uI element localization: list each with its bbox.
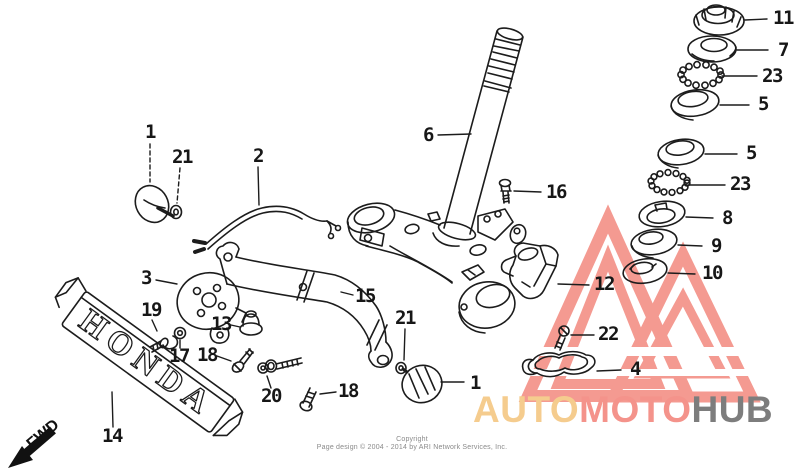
part-steering-lock [500,242,559,300]
copyright-line1: Copyright [396,436,428,443]
part-race-5-bottom [657,138,705,169]
watermark-logo-triangles [505,204,797,403]
callout-13: 13 [211,313,232,335]
part-washer-10 [622,257,668,285]
brand-hub: HUB [691,389,774,430]
callout-11: 11 [773,7,794,29]
callout-22: 22 [598,323,619,345]
part-cap-bottom [401,364,443,404]
part-cone-race-9 [630,228,678,259]
brand-moto: MOTO [579,389,692,430]
part-grommet-13 [239,310,263,336]
part-bolt-18-bottom [299,387,317,412]
callout-16: 16 [546,181,567,203]
callout-23-top: 23 [762,65,783,87]
callout-9: 9 [711,235,722,257]
callout-8: 8 [722,207,733,229]
part-stay-bracket [215,241,393,369]
part-nut-bottom [395,361,407,375]
brand-auto: AUTO [473,389,580,430]
part-bolt-18-left [231,348,254,373]
part-bolt-20 [257,357,303,374]
part-screw-22 [554,325,570,351]
part-ball-retainer-23-top [677,60,725,90]
callout-7: 7 [778,39,789,61]
callout-10: 10 [702,262,723,284]
callout-leader-lines [111,18,769,428]
callout-19: 19 [141,299,162,321]
fwd-arrow-icon [8,446,33,468]
part-steering-stem [432,27,524,247]
part-clip-4 [521,350,596,378]
part-nut-top [169,204,183,220]
fwd-marker: FWD [8,416,63,468]
callout-23-bottom: 23 [730,173,751,195]
callout-5-bottom: 5 [746,142,757,164]
callout-17: 17 [169,345,190,367]
part-washer-17 [173,326,187,340]
fwd-label: FWD [24,416,63,452]
copyright-line2: Page design © 2004 - 2014 by ARI Network… [316,444,508,451]
callout-1-top: 1 [145,121,156,143]
callout-15: 15 [355,285,376,307]
part-horn [176,271,247,344]
callout-5-top: 5 [758,93,769,115]
callout-18-bottom: 18 [338,380,359,402]
part-cable [192,205,342,254]
callout-2: 2 [253,145,264,167]
watermark-brand: AUTOMOTOHUB [473,391,773,428]
callout-4: 4 [630,358,641,380]
callout-21-bottom: 21 [395,307,416,329]
part-stem-nut-11 [693,4,745,36]
part-bolt-16 [498,178,512,204]
callout-18-left: 18 [197,344,218,366]
part-bolt-19 [149,335,179,353]
part-race-5-top [670,88,720,121]
copyright-note: Copyright Page design © 2004 - 2014 by A… [317,436,507,452]
callout-3: 3 [141,267,152,289]
callout-12: 12 [594,273,615,295]
callout-14: 14 [102,425,123,447]
callout-21-top: 21 [172,146,193,168]
callout-1-bottom: 1 [470,372,481,394]
part-cap-top [134,184,175,224]
callout-20: 20 [261,385,282,407]
callout-6: 6 [423,124,434,146]
part-bottom-bridge [346,202,527,334]
part-ball-retainer-23-bottom [647,168,691,197]
part-cone-race-7 [687,35,737,63]
part-dust-seal-8 [638,200,686,228]
